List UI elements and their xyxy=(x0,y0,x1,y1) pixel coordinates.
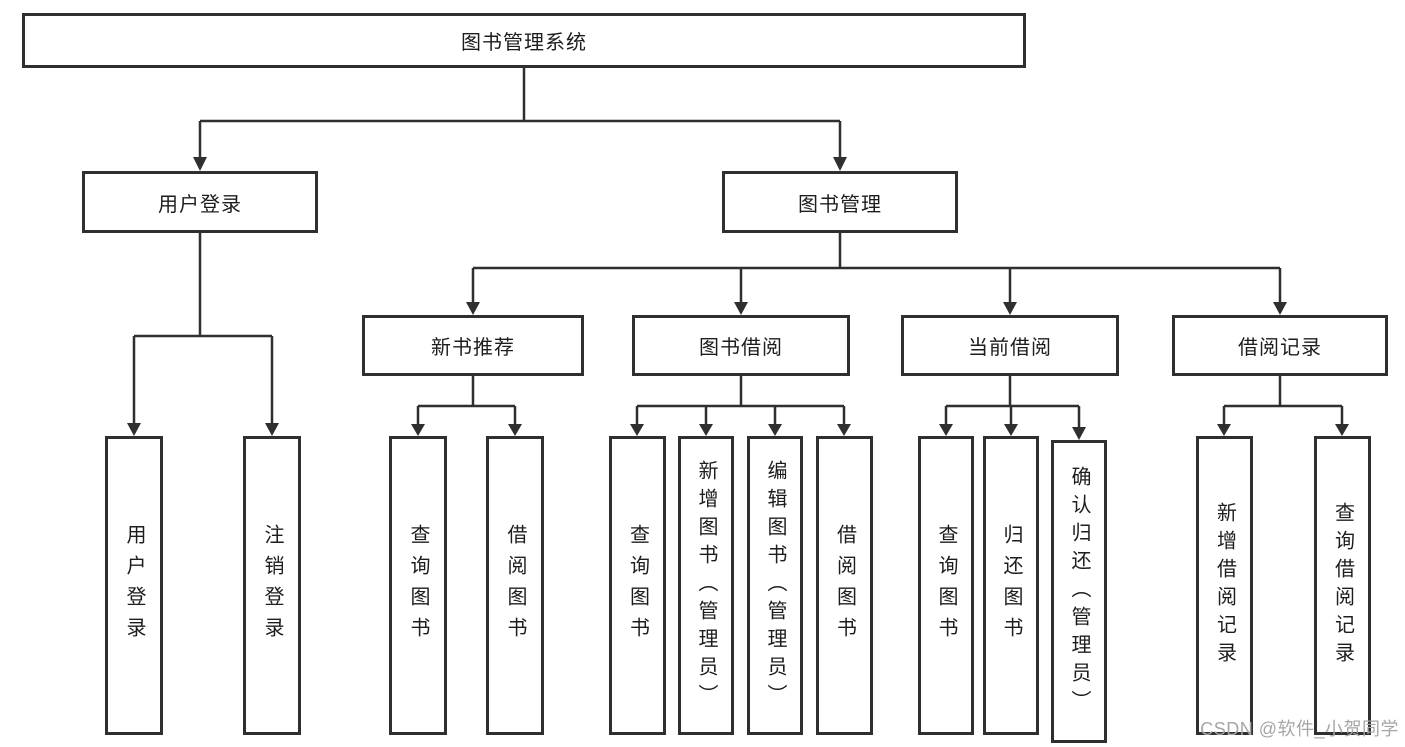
node-label: 借阅图书 xyxy=(833,523,856,648)
leaf-query-books-recommend: 查询图书 xyxy=(389,436,447,735)
node-label: 新书推荐 xyxy=(431,337,515,359)
node-label: 图书管理系统 xyxy=(461,32,587,54)
node-book-borrowing: 图书借阅 xyxy=(632,315,850,376)
leaf-edit-books-admin: 编辑图书（管理员） xyxy=(747,436,803,735)
node-label: 编辑图书（管理员） xyxy=(764,459,786,712)
node-label: 查询借阅记录 xyxy=(1331,501,1354,670)
csdn-watermark: CSDN @软件_小贺同学 xyxy=(1200,719,1399,739)
leaf-borrow-books: 借阅图书 xyxy=(816,436,873,735)
node-label: 借阅图书 xyxy=(504,523,526,648)
node-label: 新增图书（管理员） xyxy=(695,459,717,712)
node-label: 用户登录 xyxy=(158,193,242,216)
node-label: 归还图书 xyxy=(1000,523,1022,648)
leaf-borrow-books-recommend: 借阅图书 xyxy=(486,436,544,735)
node-book-management: 图书管理 xyxy=(722,171,958,233)
leaf-query-books-current: 查询图书 xyxy=(918,436,974,735)
node-label: 用户登录 xyxy=(123,523,145,648)
node-borrowing-records: 借阅记录 xyxy=(1172,315,1388,376)
node-new-book-recommendation: 新书推荐 xyxy=(362,315,584,376)
node-current-borrowing: 当前借阅 xyxy=(901,315,1119,376)
node-label: 图书借阅 xyxy=(699,337,783,359)
node-user-login: 用户登录 xyxy=(82,171,318,233)
node-library-management-system: 图书管理系统 xyxy=(22,13,1026,68)
leaf-return-books: 归还图书 xyxy=(983,436,1039,735)
node-label: 查询图书 xyxy=(626,523,649,648)
leaf-confirm-return-admin: 确认归还（管理员） xyxy=(1051,440,1107,743)
node-label: 图书管理 xyxy=(798,193,882,216)
leaf-add-books-admin: 新增图书（管理员） xyxy=(678,436,734,735)
leaf-logout: 注销登录 xyxy=(243,436,301,735)
leaf-add-borrow-record: 新增借阅记录 xyxy=(1196,436,1253,735)
node-label: 借阅记录 xyxy=(1238,337,1322,359)
node-label: 新增借阅记录 xyxy=(1213,501,1236,670)
node-label: 注销登录 xyxy=(261,523,283,648)
leaf-query-books-borrow: 查询图书 xyxy=(609,436,666,735)
node-label: 查询图书 xyxy=(935,523,957,648)
arrowhead-icons xyxy=(127,157,1349,440)
leaf-query-borrow-record: 查询借阅记录 xyxy=(1314,436,1371,735)
node-label: 当前借阅 xyxy=(968,337,1052,359)
node-label: 查询图书 xyxy=(407,523,429,648)
node-label: 确认归还（管理员） xyxy=(1068,465,1090,718)
leaf-user-login: 用户登录 xyxy=(105,436,163,735)
